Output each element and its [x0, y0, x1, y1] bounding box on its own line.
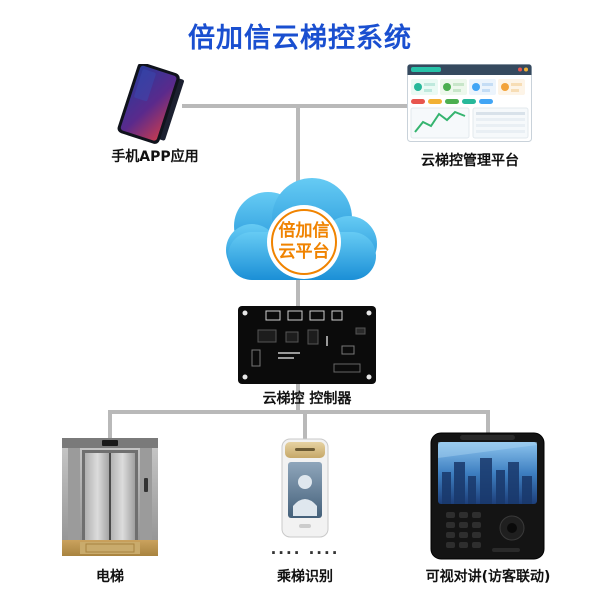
cloud-shape: [216, 176, 386, 298]
mobile-phone-image: [108, 62, 200, 152]
elevator-image: [62, 438, 158, 560]
continuation-dots: .... ....: [270, 540, 340, 558]
platform-label: 云梯控管理平台: [421, 153, 519, 169]
recognition-label: 乘梯识别: [277, 569, 333, 585]
connector-line: [108, 410, 490, 414]
cloud-name-line2: 云平台: [278, 242, 330, 262]
connector-line: [296, 104, 300, 216]
controller-board-image: [238, 306, 376, 388]
elevator-label: 电梯: [96, 569, 124, 585]
platform-dashboard-image: [407, 64, 532, 146]
controller-label: 云梯控 控制器: [262, 391, 352, 407]
recognition-terminal-image: [281, 438, 329, 542]
connector-line: [296, 380, 300, 412]
connector-line: [486, 410, 490, 436]
intercom-label: 可视对讲(访客联动): [425, 569, 551, 585]
phone-label: 手机APP应用: [111, 149, 199, 165]
connector-line: [296, 276, 300, 312]
cloud-name-line1: 倍加信: [278, 221, 330, 241]
intercom-image: [430, 432, 545, 564]
connector-line: [108, 410, 112, 440]
connector-line: [303, 410, 307, 440]
cloud-badge: 倍加信 云平台: [261, 221, 347, 263]
diagram-title: 倍加信云梯控系统: [188, 23, 412, 54]
